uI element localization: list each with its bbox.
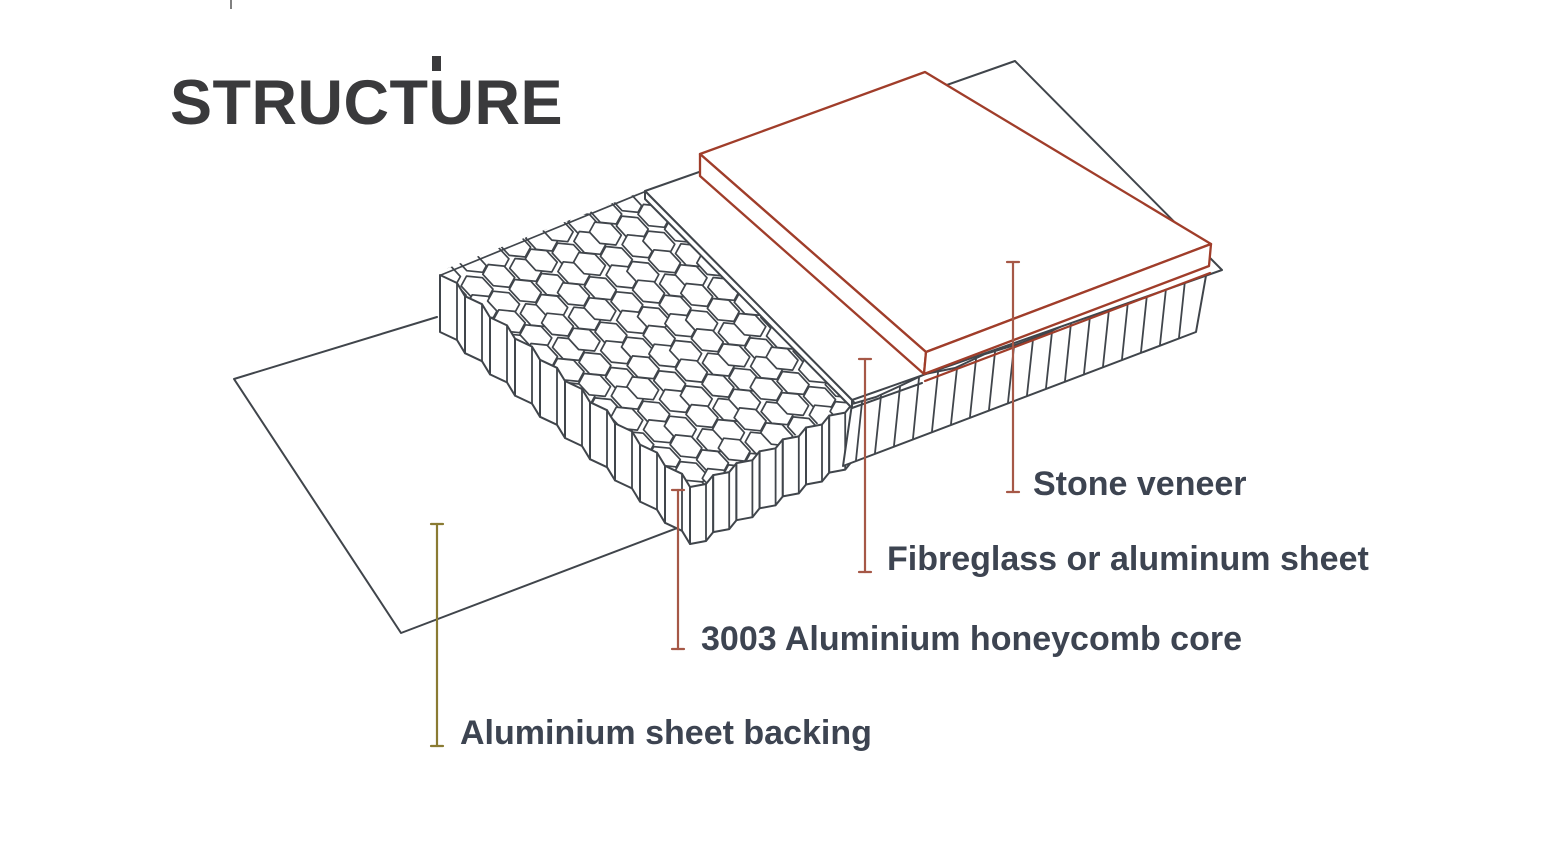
crop-artifact-dash — [432, 56, 441, 71]
honeycomb-left-wall — [439, 274, 691, 545]
stone-veneer-slab — [698, 70, 1213, 383]
label-stone-veneer: Stone veneer — [1033, 465, 1247, 503]
honeycomb-back-edge — [440, 189, 650, 276]
honeycomb-core-leader-line — [670, 488, 686, 651]
backing-sheet-leader-line — [429, 522, 445, 748]
honeycomb-front-wall — [689, 402, 854, 545]
label-honeycomb-core: 3003 Aluminium honeycomb core — [701, 620, 1242, 658]
page-title: STRUCTURE — [170, 68, 563, 138]
crop-artifact-tick — [230, 0, 232, 9]
label-fibreglass-sheet: Fibreglass or aluminum sheet — [887, 540, 1369, 578]
label-backing-sheet: Aluminium sheet backing — [460, 714, 872, 752]
fibreglass-leader-line — [857, 357, 873, 574]
stone-veneer-leader-line — [1005, 260, 1021, 494]
sheet-edge-under-stone — [923, 271, 1212, 383]
